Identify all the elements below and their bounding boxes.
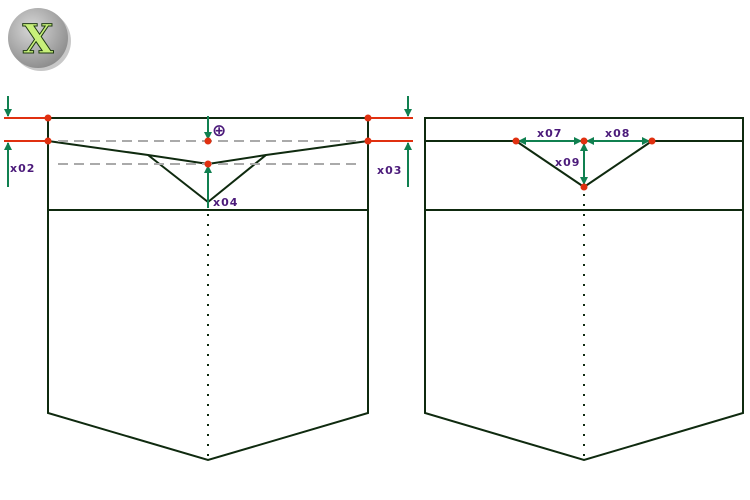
plus-circle-icon: ⊕ — [212, 121, 227, 141]
left-marker-lines — [4, 117, 413, 142]
label-x08: x08 — [605, 127, 630, 140]
logo-badge: X — [8, 8, 71, 71]
label-x04: x04 — [213, 196, 238, 209]
right-pocket-outline — [424, 117, 744, 462]
label-x02: x02 — [10, 162, 35, 175]
left-arrows — [4, 96, 412, 208]
right-marker-dots — [512, 137, 656, 191]
label-x03: x03 — [377, 164, 402, 177]
left-marker-dots — [44, 114, 372, 168]
logo-letter: X — [22, 16, 53, 63]
label-x07: x07 — [537, 127, 562, 140]
label-x09: x09 — [555, 156, 580, 169]
right-arrows — [518, 137, 650, 185]
left-pocket-outline — [47, 117, 369, 462]
left-guide-lines — [58, 140, 362, 165]
